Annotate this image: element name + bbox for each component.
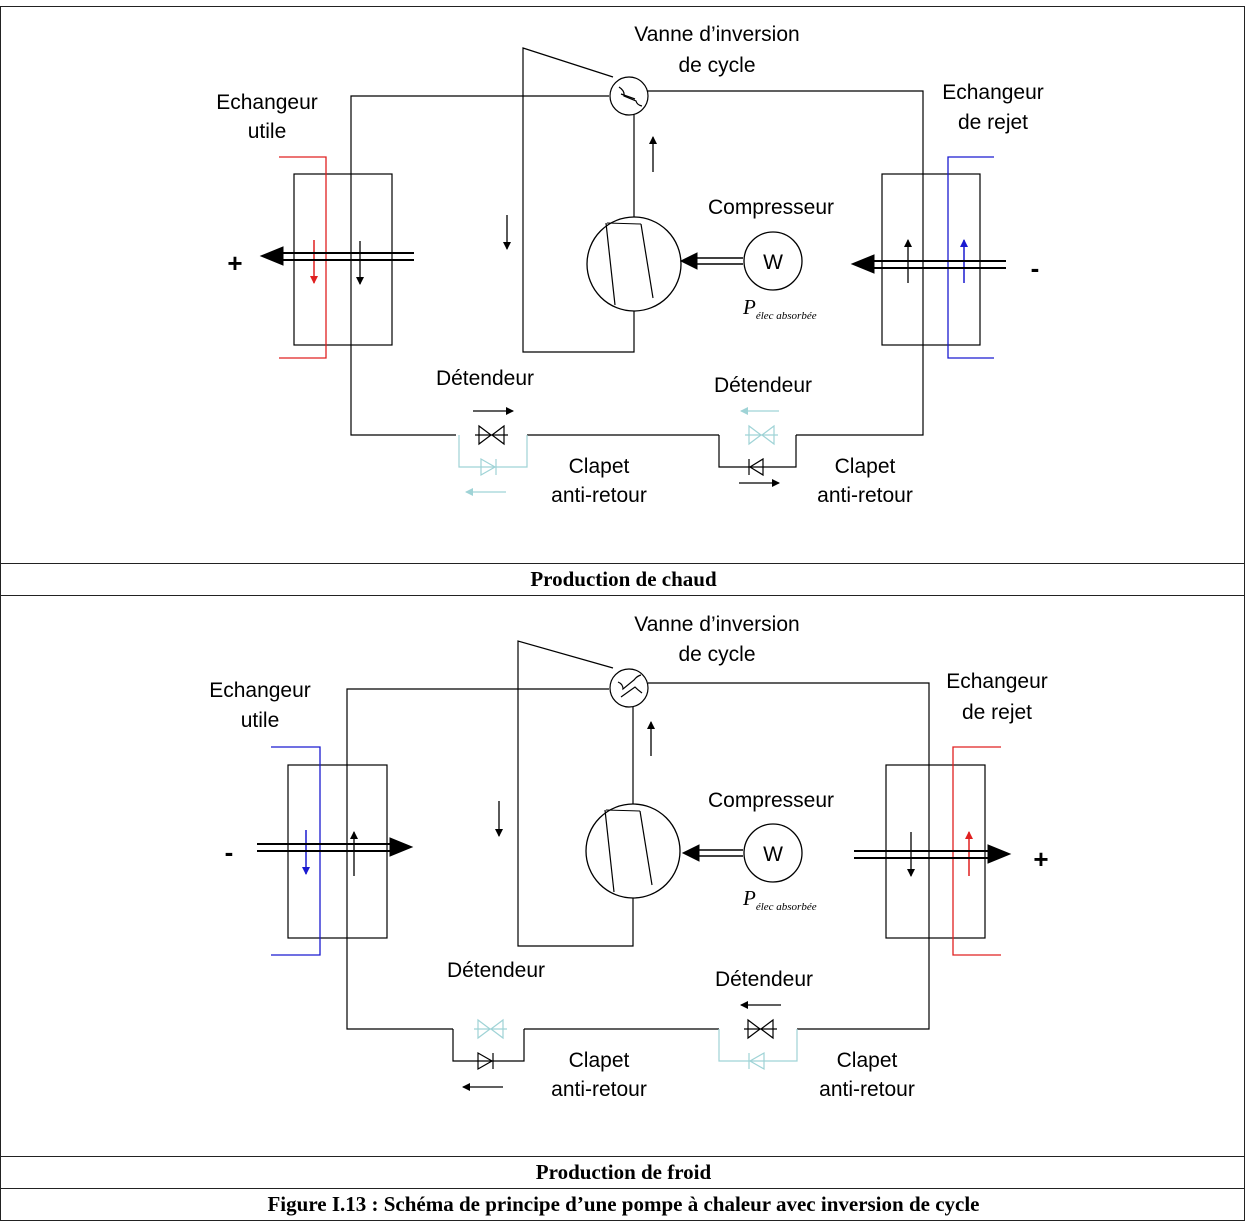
check-valve-right	[718, 1029, 798, 1071]
compresseur-label: Compresseur	[708, 196, 834, 219]
caption-row-heating: Production de chaud	[0, 563, 1245, 595]
echangeur-rejet-line1: Echangeur	[942, 81, 1044, 104]
vanne-label-line1: Vanne d’inversion	[634, 23, 799, 46]
check-valve-left	[458, 435, 528, 477]
panel-heating: W	[0, 6, 1245, 563]
refrigerant-circuit	[346, 640, 930, 1030]
clapet-right-line1: Clapet	[837, 1049, 898, 1072]
sign-left: -	[225, 837, 234, 867]
clapet-right-line1: Clapet	[835, 455, 896, 478]
panel-cooling: W	[0, 595, 1245, 1156]
compressor	[586, 216, 682, 312]
echangeur-utile-line1: Echangeur	[209, 679, 311, 702]
clapet-left-line2: anti-retour	[551, 1078, 647, 1101]
expansion-valve-right	[745, 424, 778, 446]
heat-output-arrow	[259, 246, 414, 266]
cooling-diagram: W	[209, 613, 1048, 1101]
motor: W	[743, 823, 803, 883]
caption-heating: Production de chaud	[530, 567, 717, 591]
vanne-label-line2: de cycle	[678, 643, 755, 666]
reversing-valve	[609, 76, 649, 116]
detendeur-left-label: Détendeur	[436, 367, 534, 390]
figure-caption: Figure I.13 : Schéma de principe d’une p…	[267, 1192, 980, 1216]
heat-input-arrow	[850, 254, 1006, 274]
detendeur-left-label: Détendeur	[447, 959, 545, 982]
cold-output-arrow	[257, 837, 414, 857]
echangeur-utile-line2: utile	[241, 709, 280, 732]
power-arrow	[681, 844, 743, 862]
echangeur-rejet-line1: Echangeur	[946, 670, 1048, 693]
motor: W	[743, 231, 803, 291]
exchanger-utile	[279, 156, 393, 359]
expansion-valve-left	[475, 424, 508, 446]
sign-right: +	[1033, 844, 1048, 874]
motor-label: W	[763, 843, 783, 866]
clapet-left-line1: Clapet	[569, 455, 630, 478]
vanne-label-line1: Vanne d’inversion	[634, 613, 799, 636]
power-label: Pélec absorbée	[742, 295, 817, 322]
motor-label: W	[763, 251, 783, 274]
echangeur-rejet-line2: de rejet	[958, 111, 1028, 134]
heat-rejection-arrow	[854, 844, 1012, 864]
detendeur-right-label: Détendeur	[714, 374, 812, 397]
compressor	[585, 803, 681, 899]
expansion-valve-left	[474, 1018, 507, 1040]
caption-cooling: Production de froid	[535, 1160, 712, 1184]
detendeur-right-label: Détendeur	[715, 968, 813, 991]
heating-diagram: W	[216, 23, 1044, 507]
figure-caption-row: Figure I.13 : Schéma de principe d’une p…	[0, 1188, 1245, 1221]
echangeur-utile-line1: Echangeur	[216, 91, 318, 114]
exchanger-rejet	[881, 156, 994, 359]
check-valve-left	[452, 1029, 525, 1071]
caption-row-cooling: Production de froid	[0, 1156, 1245, 1188]
clapet-right-line2: anti-retour	[819, 1078, 915, 1101]
compresseur-label: Compresseur	[708, 789, 834, 812]
clapet-left-line1: Clapet	[569, 1049, 630, 1072]
echangeur-utile-line2: utile	[248, 120, 287, 143]
echangeur-rejet-line2: de rejet	[962, 701, 1032, 724]
clapet-left-line2: anti-retour	[551, 484, 647, 507]
sign-right: -	[1031, 253, 1040, 283]
expansion-valve-right	[744, 1018, 777, 1040]
power-label: Pélec absorbée	[742, 886, 817, 913]
power-arrow	[679, 252, 743, 270]
reversing-valve	[609, 668, 649, 708]
check-valve-right	[718, 435, 797, 477]
refrigerant-circuit	[350, 47, 924, 436]
clapet-right-line2: anti-retour	[817, 484, 913, 507]
vanne-label-line2: de cycle	[678, 54, 755, 77]
sign-left: +	[227, 248, 242, 278]
